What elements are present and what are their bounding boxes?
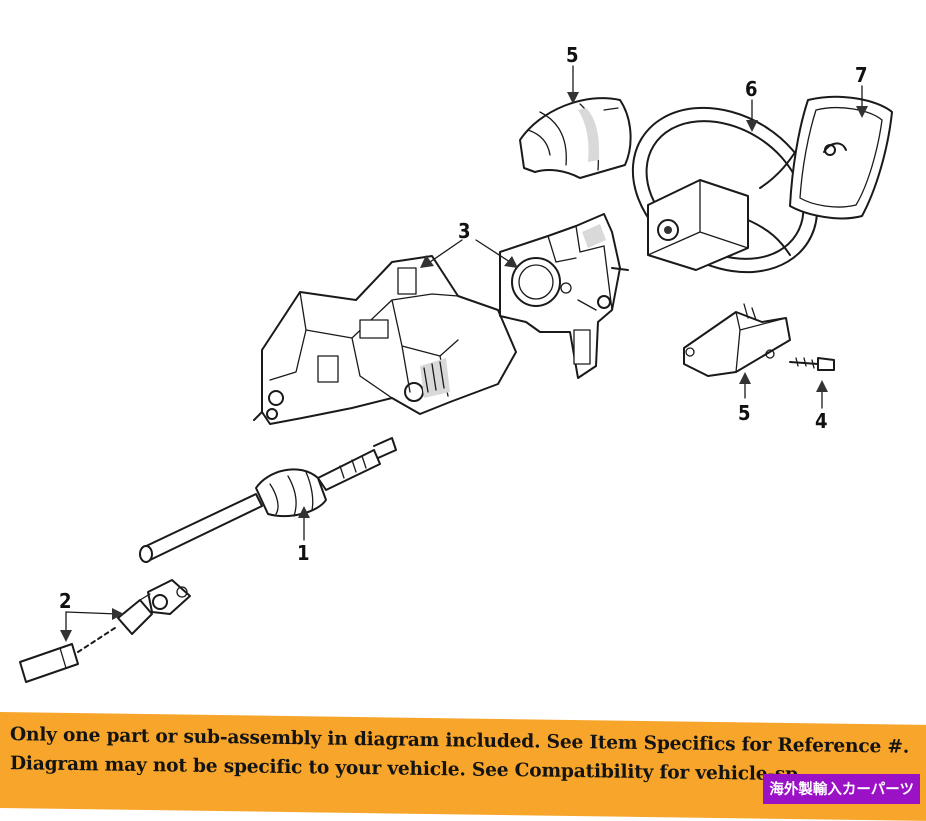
column-housing-part: [253, 255, 517, 425]
seller-tag-badge: 海外製輸入カーパーツ: [763, 774, 920, 804]
lower-shroud-part: [683, 303, 791, 377]
callout-7: 7: [855, 63, 868, 87]
callout-6: 6: [745, 77, 758, 101]
callout-4: 4: [815, 409, 828, 433]
air-bag-module-part: [789, 95, 893, 220]
callout-2: 2: [59, 589, 72, 613]
callout-5-bottom: 5: [738, 401, 751, 425]
disclaimer-banner: Only one part or sub-assembly in diagram…: [0, 712, 926, 821]
callout-3: 3: [458, 219, 471, 243]
intermediate-shaft-part: [19, 579, 191, 683]
upper-shroud-part: [519, 97, 632, 179]
disclaimer-line-1: Only one part or sub-assembly in diagram…: [10, 724, 910, 758]
column-housing-upper-part: [499, 213, 629, 379]
callout-5-top: 5: [566, 43, 579, 67]
screw-part: [789, 357, 835, 371]
disclaimer-line-2: Diagram may not be specific to your vehi…: [10, 753, 798, 786]
callout-1: 1: [297, 541, 310, 565]
steering-shaft-part: [139, 437, 397, 563]
leader-lines: [60, 65, 868, 642]
